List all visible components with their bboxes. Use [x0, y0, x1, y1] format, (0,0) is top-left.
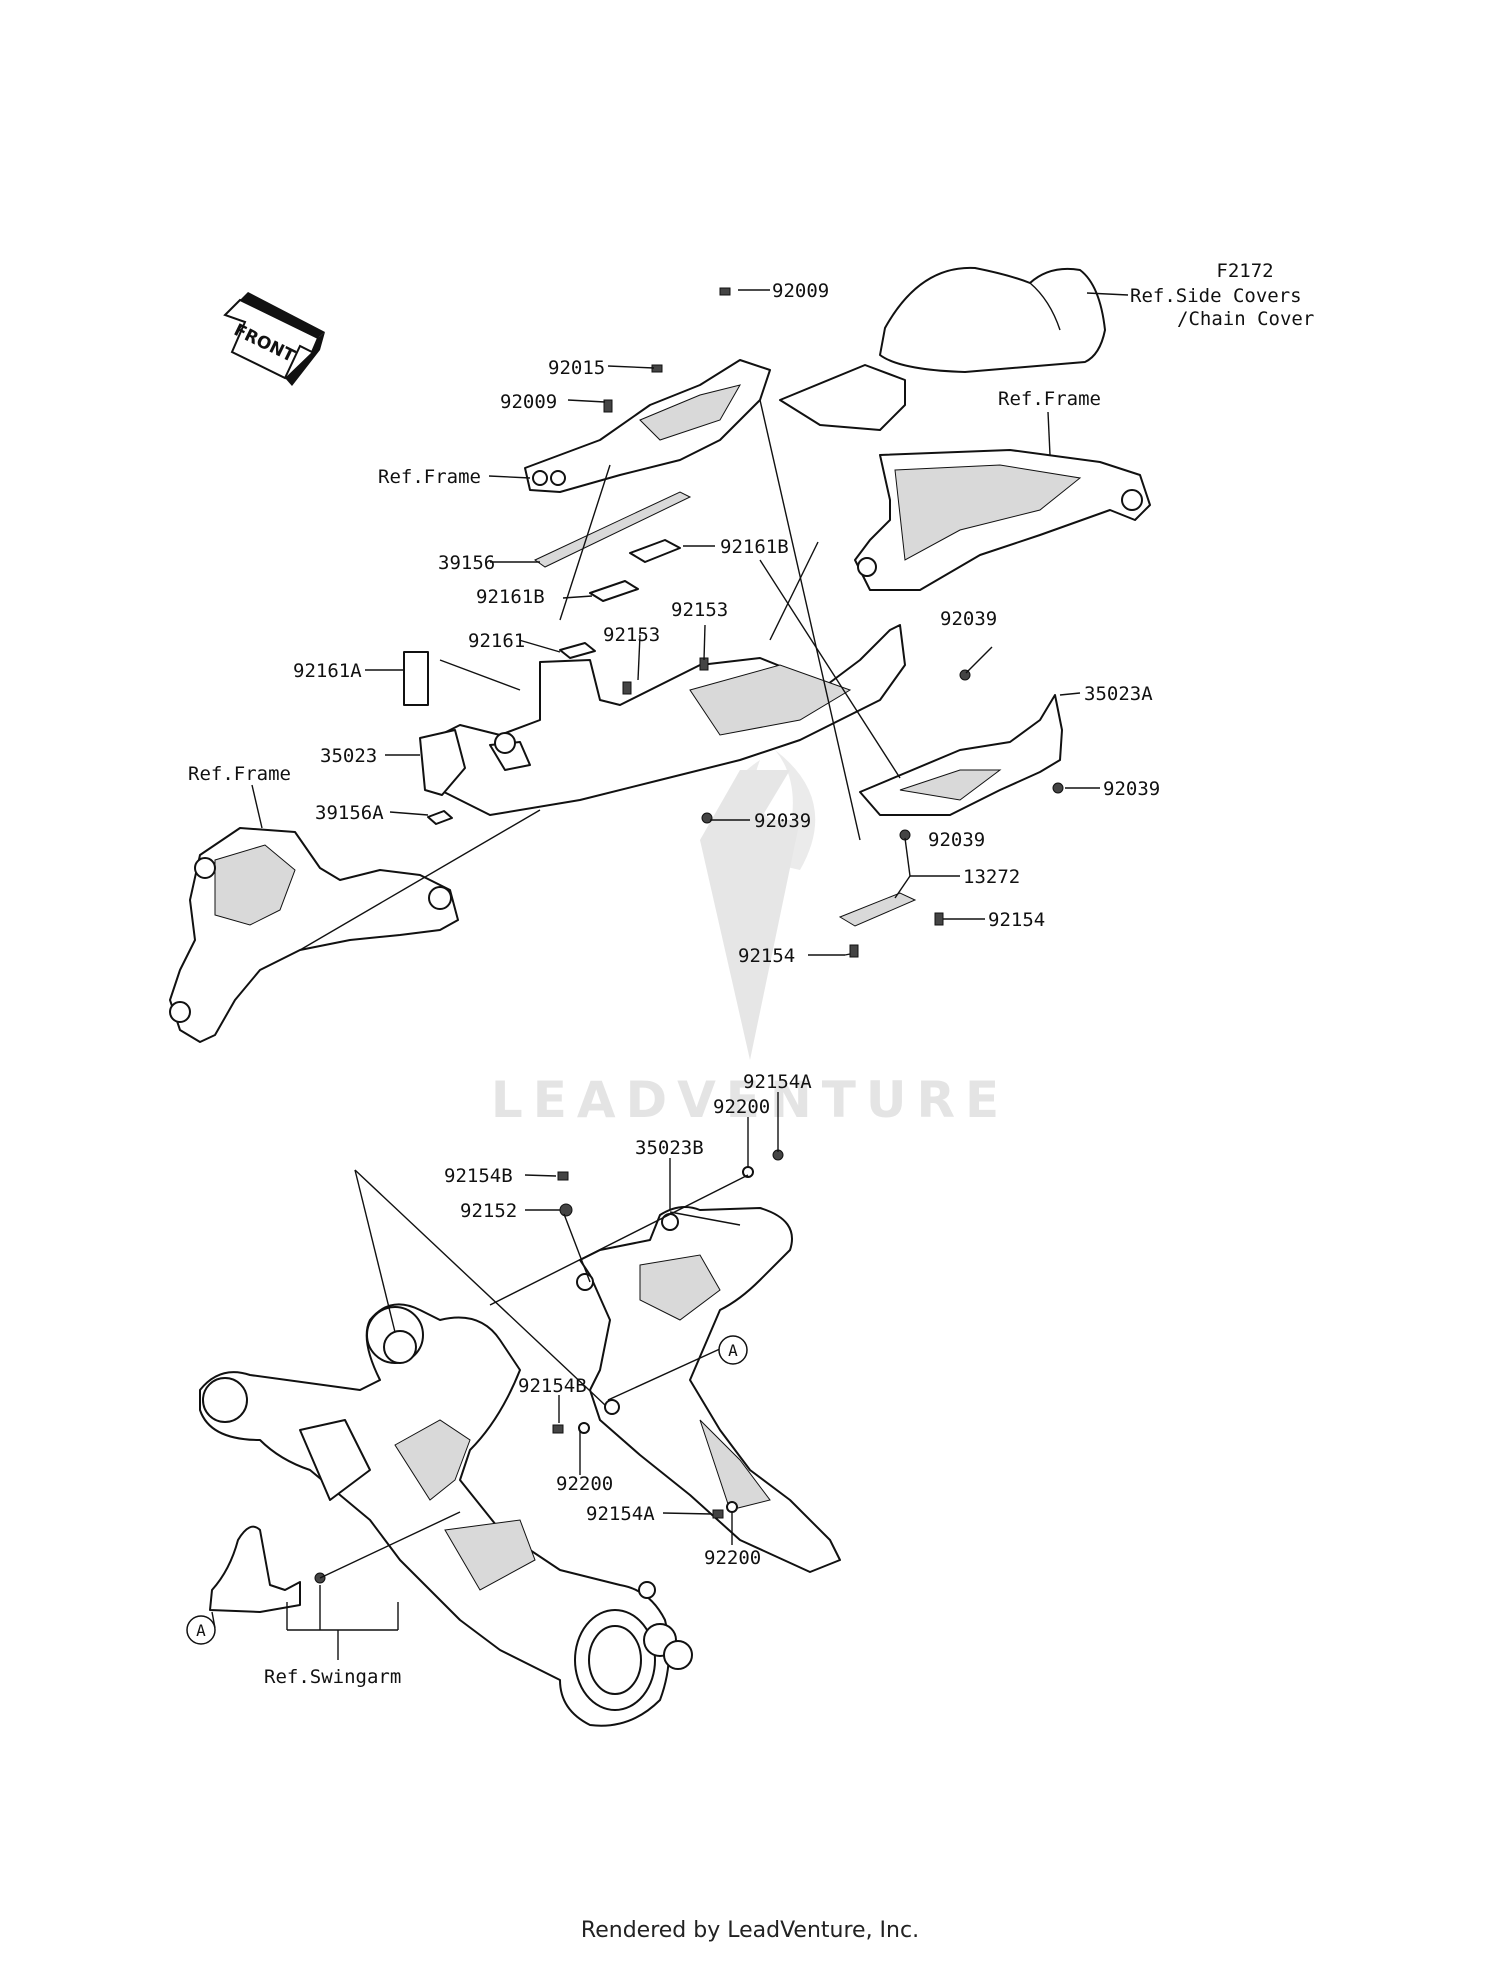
- label-92153-left: 92153: [603, 624, 660, 646]
- label-92200-bottom: 92200: [704, 1547, 761, 1569]
- label-92009-top: 92009: [772, 280, 829, 302]
- leader-lines-top: [251, 289, 1129, 956]
- label-ref-chain-cover: /Chain Cover: [1177, 308, 1314, 330]
- pad-92161b-lower-shape: [589, 580, 639, 602]
- label-ref-swingarm: Ref.Swingarm: [264, 1666, 401, 1688]
- main-undercover-shape: [429, 624, 906, 816]
- sticker-13272-shape: [838, 892, 917, 927]
- label-92009-left: 92009: [500, 391, 557, 413]
- svg-text:A: A: [728, 1341, 738, 1360]
- label-35023: 35023: [320, 745, 377, 767]
- cover-35023a-shape: [859, 694, 1063, 816]
- diagram-code: F2172: [1216, 260, 1273, 282]
- label-92154b-top: 92154B: [444, 1165, 513, 1187]
- small-bracket-shape: [209, 1525, 301, 1613]
- label-92154-left: 92154: [738, 945, 795, 967]
- label-92039-right: 92039: [1103, 778, 1160, 800]
- callout-a-lower: A: [186, 1615, 216, 1645]
- sticker-39156a-shape: [427, 810, 453, 825]
- rear-frame-left-shape: [169, 827, 459, 1043]
- pad-92161-shape: [559, 642, 596, 659]
- svg-text:A: A: [196, 1621, 206, 1640]
- label-92154a-top: 92154A: [743, 1071, 812, 1093]
- rear-frame-right-shape: [854, 449, 1151, 591]
- footer-credit: Rendered by LeadVenture, Inc.: [580, 1918, 920, 1943]
- foam-strip-shape: [534, 491, 692, 568]
- pad-92161a-shape: [403, 651, 429, 706]
- label-92161a: 92161A: [293, 660, 362, 682]
- side-cover-shape: [779, 266, 1106, 431]
- label-ref-frame-upper-left: Ref.Frame: [378, 466, 481, 488]
- label-ref-side-covers: Ref.Side Covers: [1130, 285, 1302, 307]
- watermark-text: LEADVENTURE: [491, 1071, 1009, 1129]
- chain-cover-35023b-shape: [576, 1205, 841, 1573]
- label-92039-center: 92039: [754, 810, 811, 832]
- label-35023b: 35023B: [635, 1137, 704, 1159]
- label-92015: 92015: [548, 357, 605, 379]
- label-35023a: 35023A: [1084, 683, 1153, 705]
- label-92161b-upper: 92161B: [720, 536, 789, 558]
- label-92153-right: 92153: [671, 599, 728, 621]
- callout-a-upper: A: [718, 1335, 748, 1365]
- label-92039-top-right: 92039: [940, 608, 997, 630]
- label-92152: 92152: [460, 1200, 517, 1222]
- label-39156: 39156: [438, 552, 495, 574]
- pad-92161b-upper-shape: [629, 539, 681, 563]
- swingarm-shape: [199, 1303, 693, 1727]
- label-ref-frame-upper-right: Ref.Frame: [998, 388, 1101, 410]
- label-92154-right: 92154: [988, 909, 1045, 931]
- label-39156a: 39156A: [315, 802, 384, 824]
- label-ref-frame-left: Ref.Frame: [188, 763, 291, 785]
- leader-lines-bottom: [211, 1092, 779, 1660]
- top-bracket-shape: [524, 359, 771, 493]
- watermark-logo: [700, 750, 816, 1060]
- label-92200-middle: 92200: [556, 1473, 613, 1495]
- label-92154b-middle: 92154B: [518, 1375, 587, 1397]
- label-92200-top: 92200: [713, 1096, 770, 1118]
- label-13272: 13272: [963, 866, 1020, 888]
- label-92161b-lower: 92161B: [476, 586, 545, 608]
- cover-35023-shape: [419, 729, 466, 796]
- label-92039-lower-right: 92039: [928, 829, 985, 851]
- label-92154a-bottom: 92154A: [586, 1503, 655, 1525]
- front-arrow-icon: FRONT: [223, 292, 325, 386]
- fastener-heads: [603, 287, 1064, 958]
- label-92161: 92161: [468, 630, 525, 652]
